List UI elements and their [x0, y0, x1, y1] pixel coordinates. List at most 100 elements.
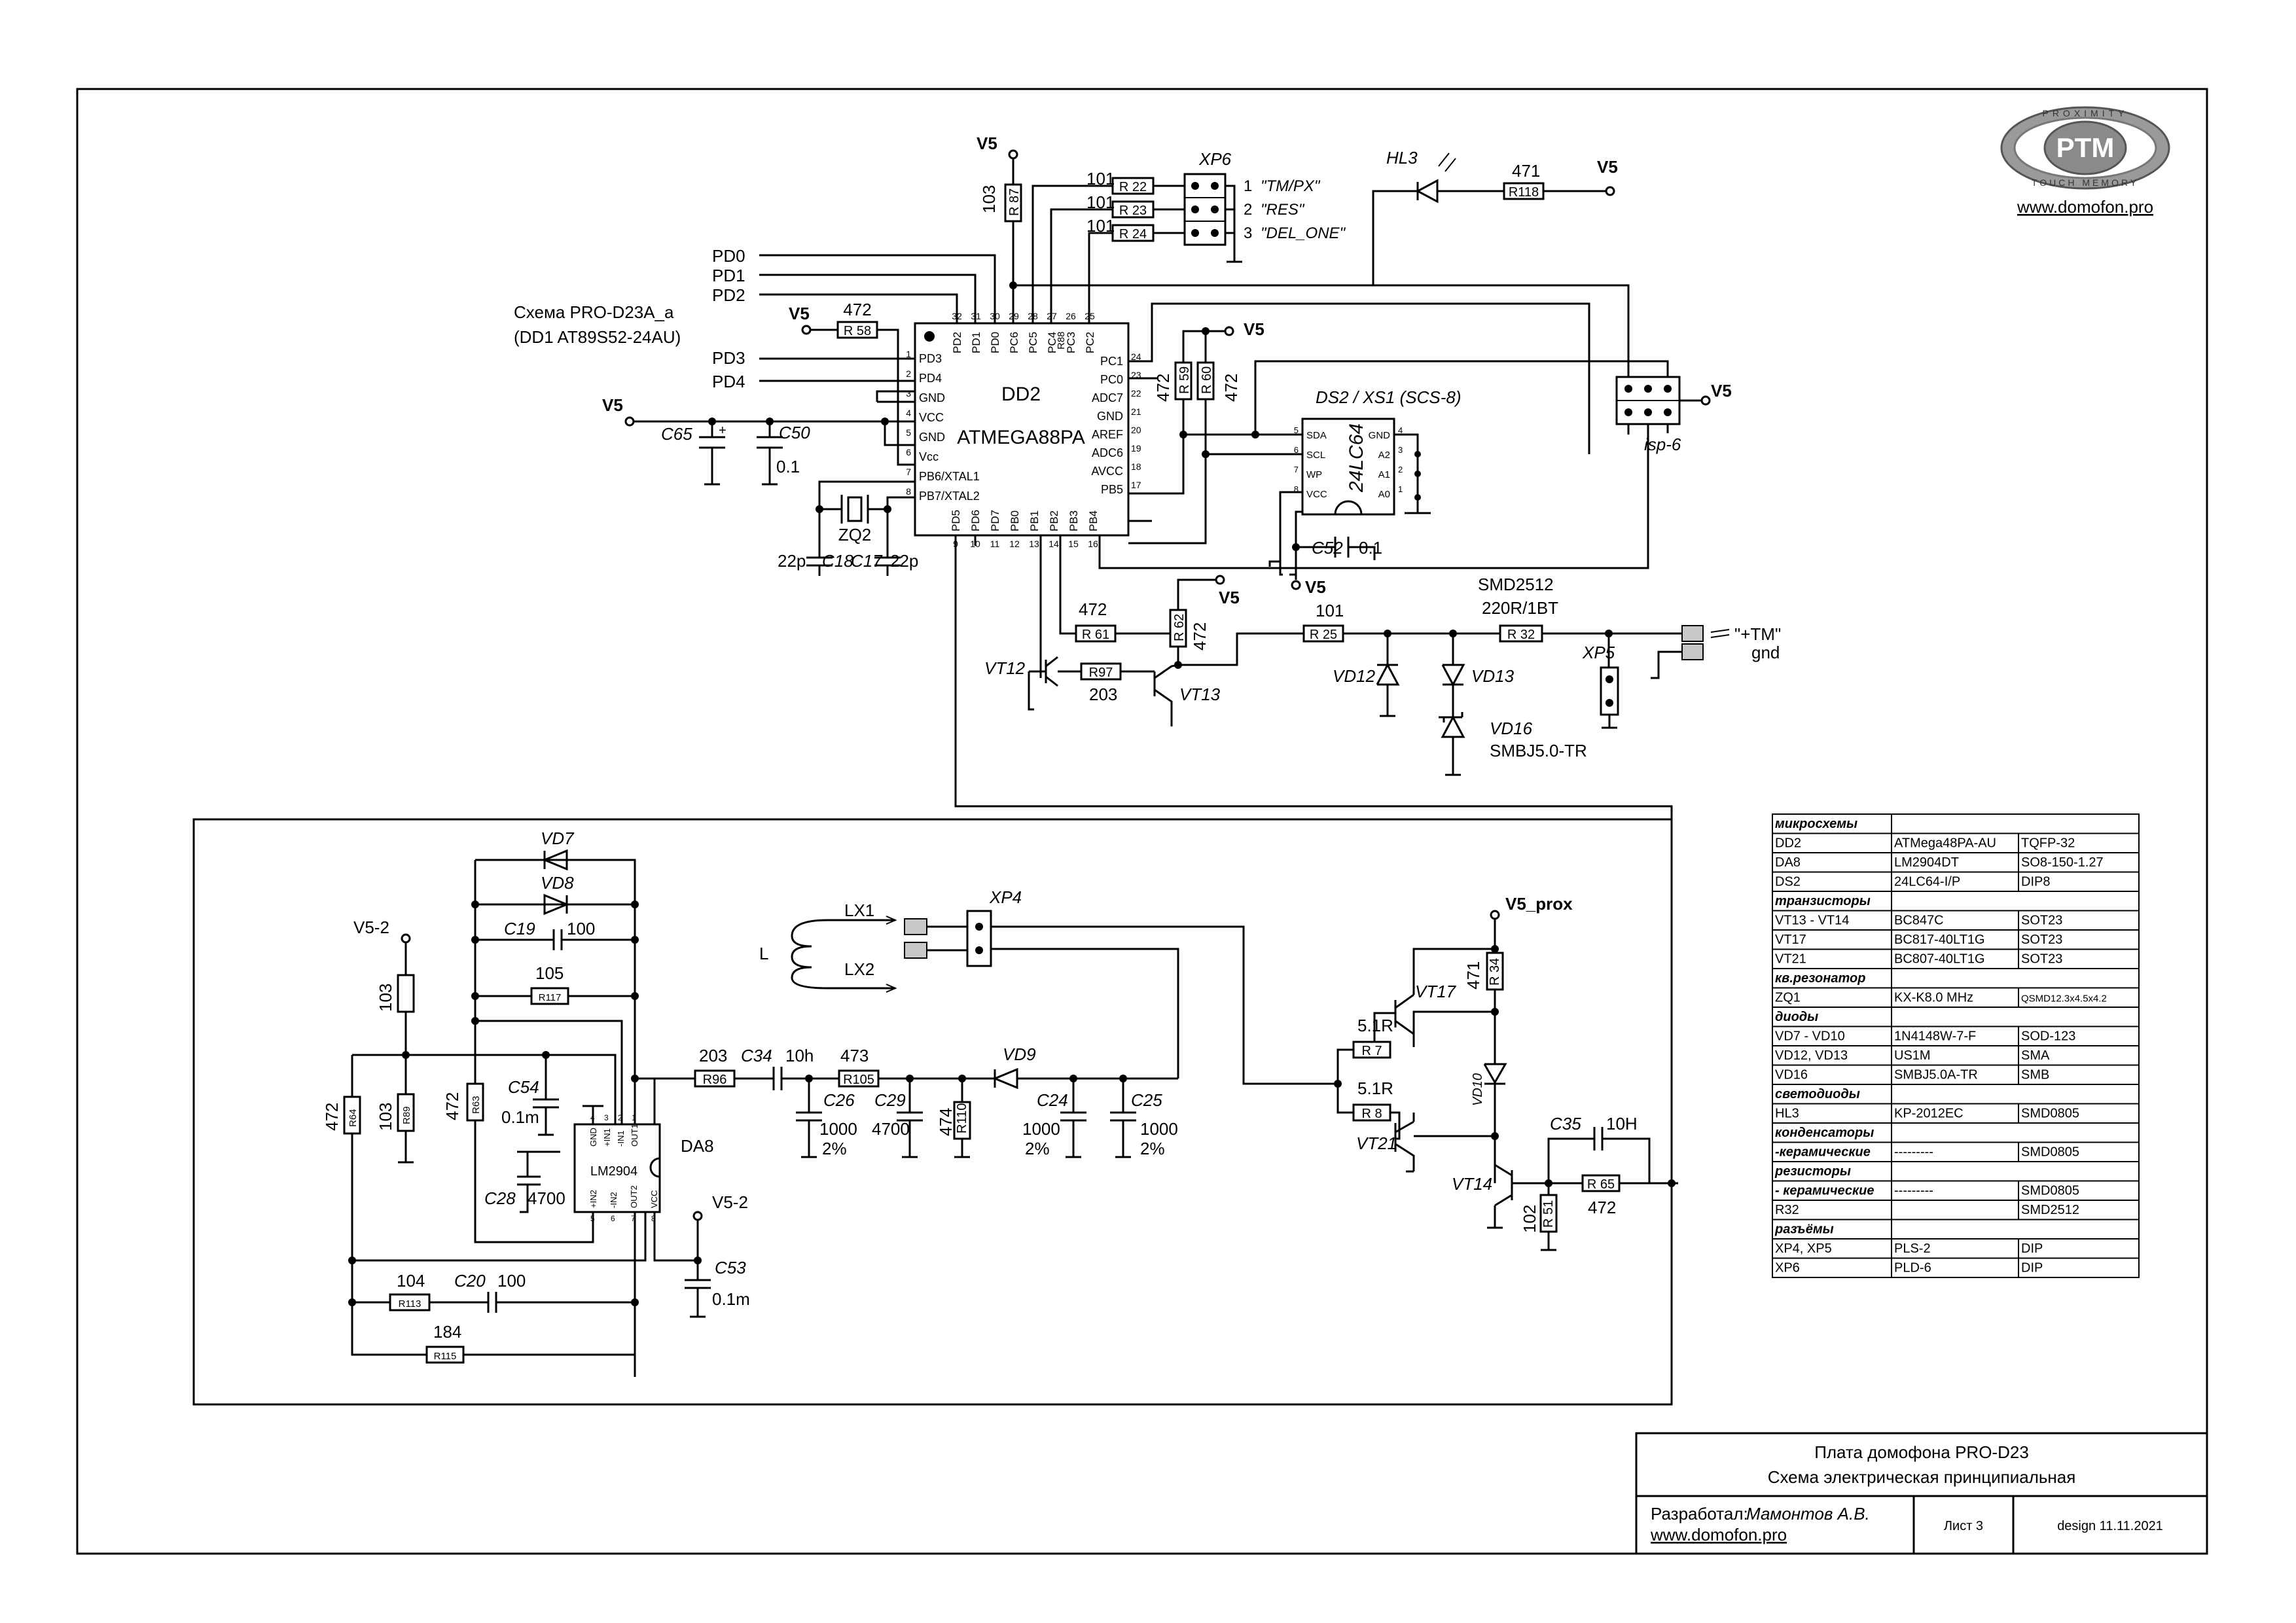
r87-ref: R 87 — [1007, 188, 1022, 216]
bom-cell-ref: - керамические — [1775, 1184, 1874, 1198]
mcu-pin-name: GND — [919, 431, 945, 444]
opamp-part: LM2904 — [590, 1164, 637, 1179]
eeprom-pin-number: 4 — [1398, 425, 1403, 435]
bom-cell-ref: DD2 — [1775, 836, 1801, 851]
mcu-pin-number: 4 — [906, 408, 911, 418]
bom-cell-part: BC847C — [1894, 914, 1944, 928]
resistor-r110 — [953, 1101, 971, 1140]
opamp-pin-number: 7 — [631, 1214, 636, 1223]
xp6-pin-label: "RES" — [1261, 201, 1305, 219]
note-line1: Схема PRO-D23A_a — [514, 302, 674, 322]
connector-xp6 — [1183, 173, 1227, 246]
logo-url[interactable]: www.domofon.pro — [2017, 197, 2153, 217]
mcu-pin-name: PB0 — [1009, 510, 1021, 531]
bom-cell-package: SMD0805 — [2021, 1107, 2079, 1121]
vt14-ref: VT14 — [1452, 1174, 1492, 1194]
resistor-r88 — [397, 974, 415, 1013]
r61-ref: R 61 — [1082, 628, 1109, 642]
r65-ref: R 65 — [1587, 1177, 1615, 1192]
bom-cell-package: SMA — [2021, 1048, 2050, 1063]
resistor-r96 — [694, 1069, 736, 1088]
r22-value: 101 — [1086, 169, 1115, 188]
crystal-zq2 — [847, 496, 863, 522]
mcu-pin-number: 17 — [1131, 480, 1141, 490]
mcu-pin-name: PC6 — [1008, 332, 1020, 353]
note-line2: (DD1 AT89S52-24AU) — [514, 327, 681, 347]
c26-value2: 2% — [822, 1139, 847, 1158]
logo-ring-top: PROXIMITY — [2042, 108, 2128, 118]
eeprom-pin-name: VCC — [1306, 489, 1327, 500]
opamp-pin-number: 3 — [604, 1113, 609, 1122]
opamp-pin-name: VCC — [649, 1190, 659, 1208]
mcu-pin-number: 12 — [1009, 539, 1020, 549]
xp6-ref: XP6 — [1198, 149, 1232, 169]
opamp-ref: DA8 — [681, 1136, 714, 1156]
bom-section: светодиоды — [1775, 1087, 1860, 1101]
opamp-pin-name: GND — [588, 1128, 598, 1147]
r105-value: 473 — [840, 1046, 869, 1065]
tm-contact — [1681, 625, 1704, 660]
net-v5-main: V5 — [602, 395, 623, 415]
title-block: Плата домофона PRO-D23 Схема электрическ… — [1635, 1432, 2208, 1555]
net-pd2: PD2 — [712, 285, 745, 305]
bom-cell-package: DIP — [2021, 1241, 2043, 1256]
bom-cell-package: SOT23 — [2021, 914, 2062, 928]
mcu-pin-name: PB5 — [1101, 483, 1123, 496]
mcu-ref: DD2 — [1001, 383, 1041, 405]
svg-text:+: + — [719, 423, 726, 438]
r88-value: 103 — [376, 984, 395, 1012]
vd16-value: SMBJ5.0-TR — [1490, 741, 1587, 760]
mcu-pin-name: AVCC — [1091, 465, 1123, 478]
bom-cell-ref: VD12, VD13 — [1775, 1048, 1848, 1063]
c19-value: 100 — [567, 919, 595, 938]
r89-ref: R89 — [401, 1106, 412, 1124]
xp6-pin-number: 2 — [1244, 201, 1252, 219]
c52-value: 0.1 — [1359, 538, 1382, 558]
eeprom-pin-name: A1 — [1378, 469, 1390, 480]
connector-isp6 — [1615, 376, 1681, 425]
net-pd1: PD1 — [712, 266, 745, 285]
diode-vd7 — [542, 849, 568, 871]
r51-value: 102 — [1520, 1205, 1539, 1233]
bom-cell-package: QSMD12.3x4.5x4.2 — [2021, 993, 2107, 1005]
mcu-pin-number: 15 — [1068, 539, 1079, 549]
mcu-pin-name: PC3 — [1065, 332, 1077, 353]
net-v5-2-top: V5-2 — [353, 918, 389, 937]
mcu-pin-number: 1 — [906, 349, 911, 359]
r8-value: 5.1R — [1357, 1079, 1393, 1098]
bom-section: конденсаторы — [1775, 1126, 1874, 1140]
resistor-r60 — [1196, 361, 1215, 401]
design-date: design 11.11.2021 — [2057, 1519, 2163, 1533]
xp6-pin-number: 3 — [1244, 224, 1252, 242]
r117-value: 105 — [535, 963, 564, 983]
net-v5-isp: V5 — [1711, 381, 1732, 401]
mcu-pin-number: 8 — [906, 486, 911, 497]
mcu-pin-number: 2 — [906, 368, 911, 379]
eeprom-pin-name: SDA — [1306, 430, 1327, 441]
vd12-ref: VD12 — [1333, 666, 1376, 686]
r62-value: 472 — [1190, 622, 1210, 651]
net-pd0: PD0 — [712, 246, 745, 266]
resistor-r34 — [1486, 952, 1504, 991]
mcu-pin-number: 13 — [1029, 539, 1039, 549]
wire-pd2 — [759, 293, 958, 323]
mcu-pin-name: PB2 — [1048, 510, 1060, 531]
vd16-ref: VD16 — [1490, 719, 1533, 738]
bom-cell-package: SMD0805 — [2021, 1184, 2079, 1198]
r97-value: 203 — [1089, 685, 1117, 704]
mcu-pin-name: PC0 — [1100, 373, 1123, 386]
opamp-pin-name: +IN1 — [602, 1128, 612, 1147]
c52-ref: C52 — [1312, 538, 1343, 558]
mcu-pin-name: PB4 — [1087, 510, 1100, 531]
titleblock-url[interactable]: www.domofon.pro — [1650, 1525, 1787, 1544]
r64-value: 472 — [322, 1103, 342, 1131]
bom-cell-ref: VD16 — [1775, 1068, 1808, 1082]
r32-value2: 220R/1BT — [1482, 598, 1558, 618]
bom-cell-ref: VT13 - VT14 — [1775, 914, 1849, 928]
led-hl3 — [1415, 179, 1439, 204]
bom-cell-package: SMD0805 — [2021, 1145, 2079, 1160]
wire-pc6-isp — [1013, 284, 1630, 377]
